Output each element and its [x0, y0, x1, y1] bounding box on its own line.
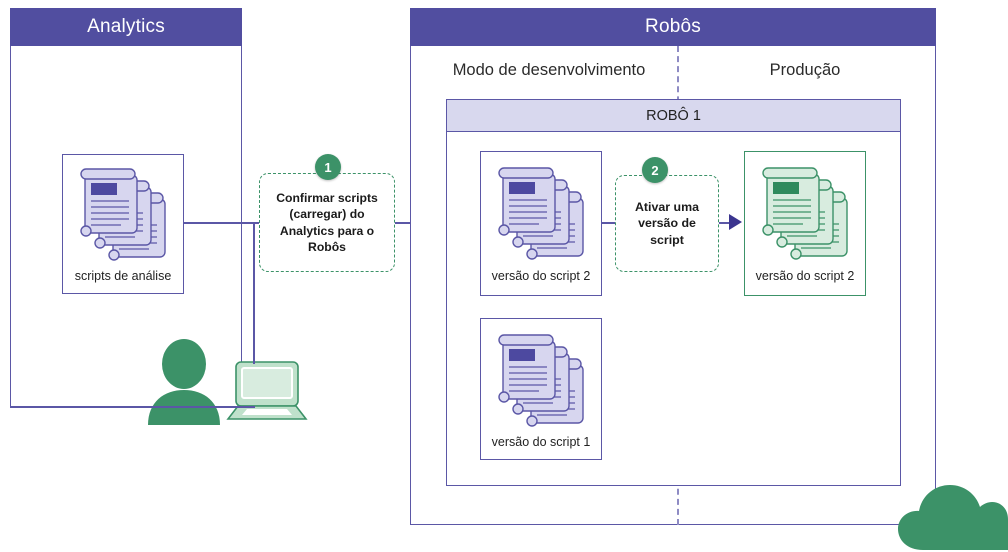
step-2-badge: 2 — [642, 157, 668, 183]
laptop-icon — [226, 361, 308, 420]
node-prod-script-v2[interactable]: versão do script 2 — [744, 151, 866, 296]
analytics-panel-title: Analytics — [87, 16, 165, 37]
connector-devv2-to-step2 — [602, 222, 616, 224]
step-2-box[interactable]: Ativar uma versão de script — [615, 175, 719, 272]
robots-panel-header: Robôs — [410, 8, 936, 46]
step-1-text: Confirmar scripts (carregar) do Analytic… — [276, 191, 378, 254]
analytics-panel-header: Analytics — [10, 8, 242, 46]
cloud-icon — [897, 482, 1008, 552]
node-analytics-scripts-label: scripts de análise — [74, 269, 172, 283]
node-dev-script-v2[interactable]: versão do script 2 — [480, 151, 602, 296]
step-1-box[interactable]: Confirmar scripts (carregar) do Analytic… — [259, 173, 395, 272]
scripts-stack-icon — [495, 333, 591, 427]
connector-laptop-vertical — [253, 222, 255, 364]
scripts-stack-icon — [77, 167, 173, 261]
node-analytics-scripts[interactable]: scripts de análise — [62, 154, 184, 294]
node-dev-script-v2-label: versão do script 2 — [491, 269, 591, 283]
step-1-number: 1 — [324, 159, 332, 175]
step-1-badge: 1 — [315, 154, 341, 180]
robot-group-1-title: ROBÔ 1 — [447, 100, 900, 132]
scripts-stack-icon — [495, 166, 591, 260]
step-2-text: Ativar uma versão de script — [634, 199, 700, 247]
node-dev-script-v1-label: versão do script 1 — [491, 435, 591, 449]
step-2-number: 2 — [651, 162, 659, 178]
robots-panel-title: Robôs — [645, 16, 701, 37]
robot-group-1-title-label: ROBÔ 1 — [646, 107, 701, 124]
connector-person-baseline — [10, 406, 255, 408]
connector-step2-to-prod — [719, 222, 731, 224]
node-prod-script-v2-label: versão do script 2 — [755, 269, 855, 283]
arrow-into-production — [729, 214, 742, 230]
scripts-stack-icon — [759, 166, 855, 260]
dev-mode-caption: Modo de desenvolvimento — [452, 61, 646, 79]
production-caption: Produção — [769, 61, 841, 79]
person-icon — [148, 339, 220, 425]
node-dev-script-v1[interactable]: versão do script 1 — [480, 318, 602, 460]
connector-analytics-to-step1 — [184, 222, 260, 224]
